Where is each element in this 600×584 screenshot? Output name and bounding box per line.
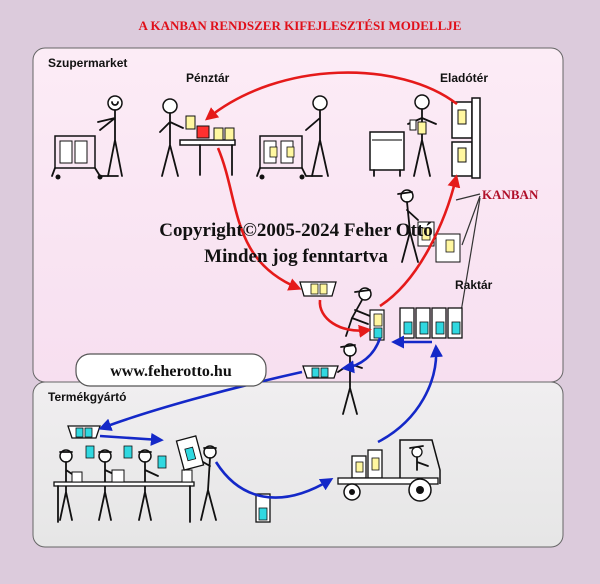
manufacturer-kanban-tray-icon [68,426,100,438]
sales-floor-label: Eladótér [440,71,488,85]
store-shelf-icon [452,98,480,178]
manufacturer-panel [33,382,563,547]
empty-bin-icon [370,132,404,176]
website-link[interactable]: www.feherotto.hu [110,363,232,380]
warehouse-label: Raktár [455,278,493,292]
manufacturer-label: Termékgyártó [48,390,126,404]
kanban-card-tray-icon [300,282,336,296]
copyright-line-1: Copyright©2005-2024 Feher Ottó [159,220,432,241]
supermarket-label: Szupermarket [48,56,127,70]
diagram-title: A KANBAN RENDSZER KIFEJLESZTÉSI MODELLJE [139,18,462,33]
copyright-line-2: Minden jog fenntartva [204,246,388,267]
cashier-label: Pénztár [186,71,230,85]
kanban-label: KANBAN [482,187,539,202]
website-box[interactable]: www.feherotto.hu [76,354,266,386]
